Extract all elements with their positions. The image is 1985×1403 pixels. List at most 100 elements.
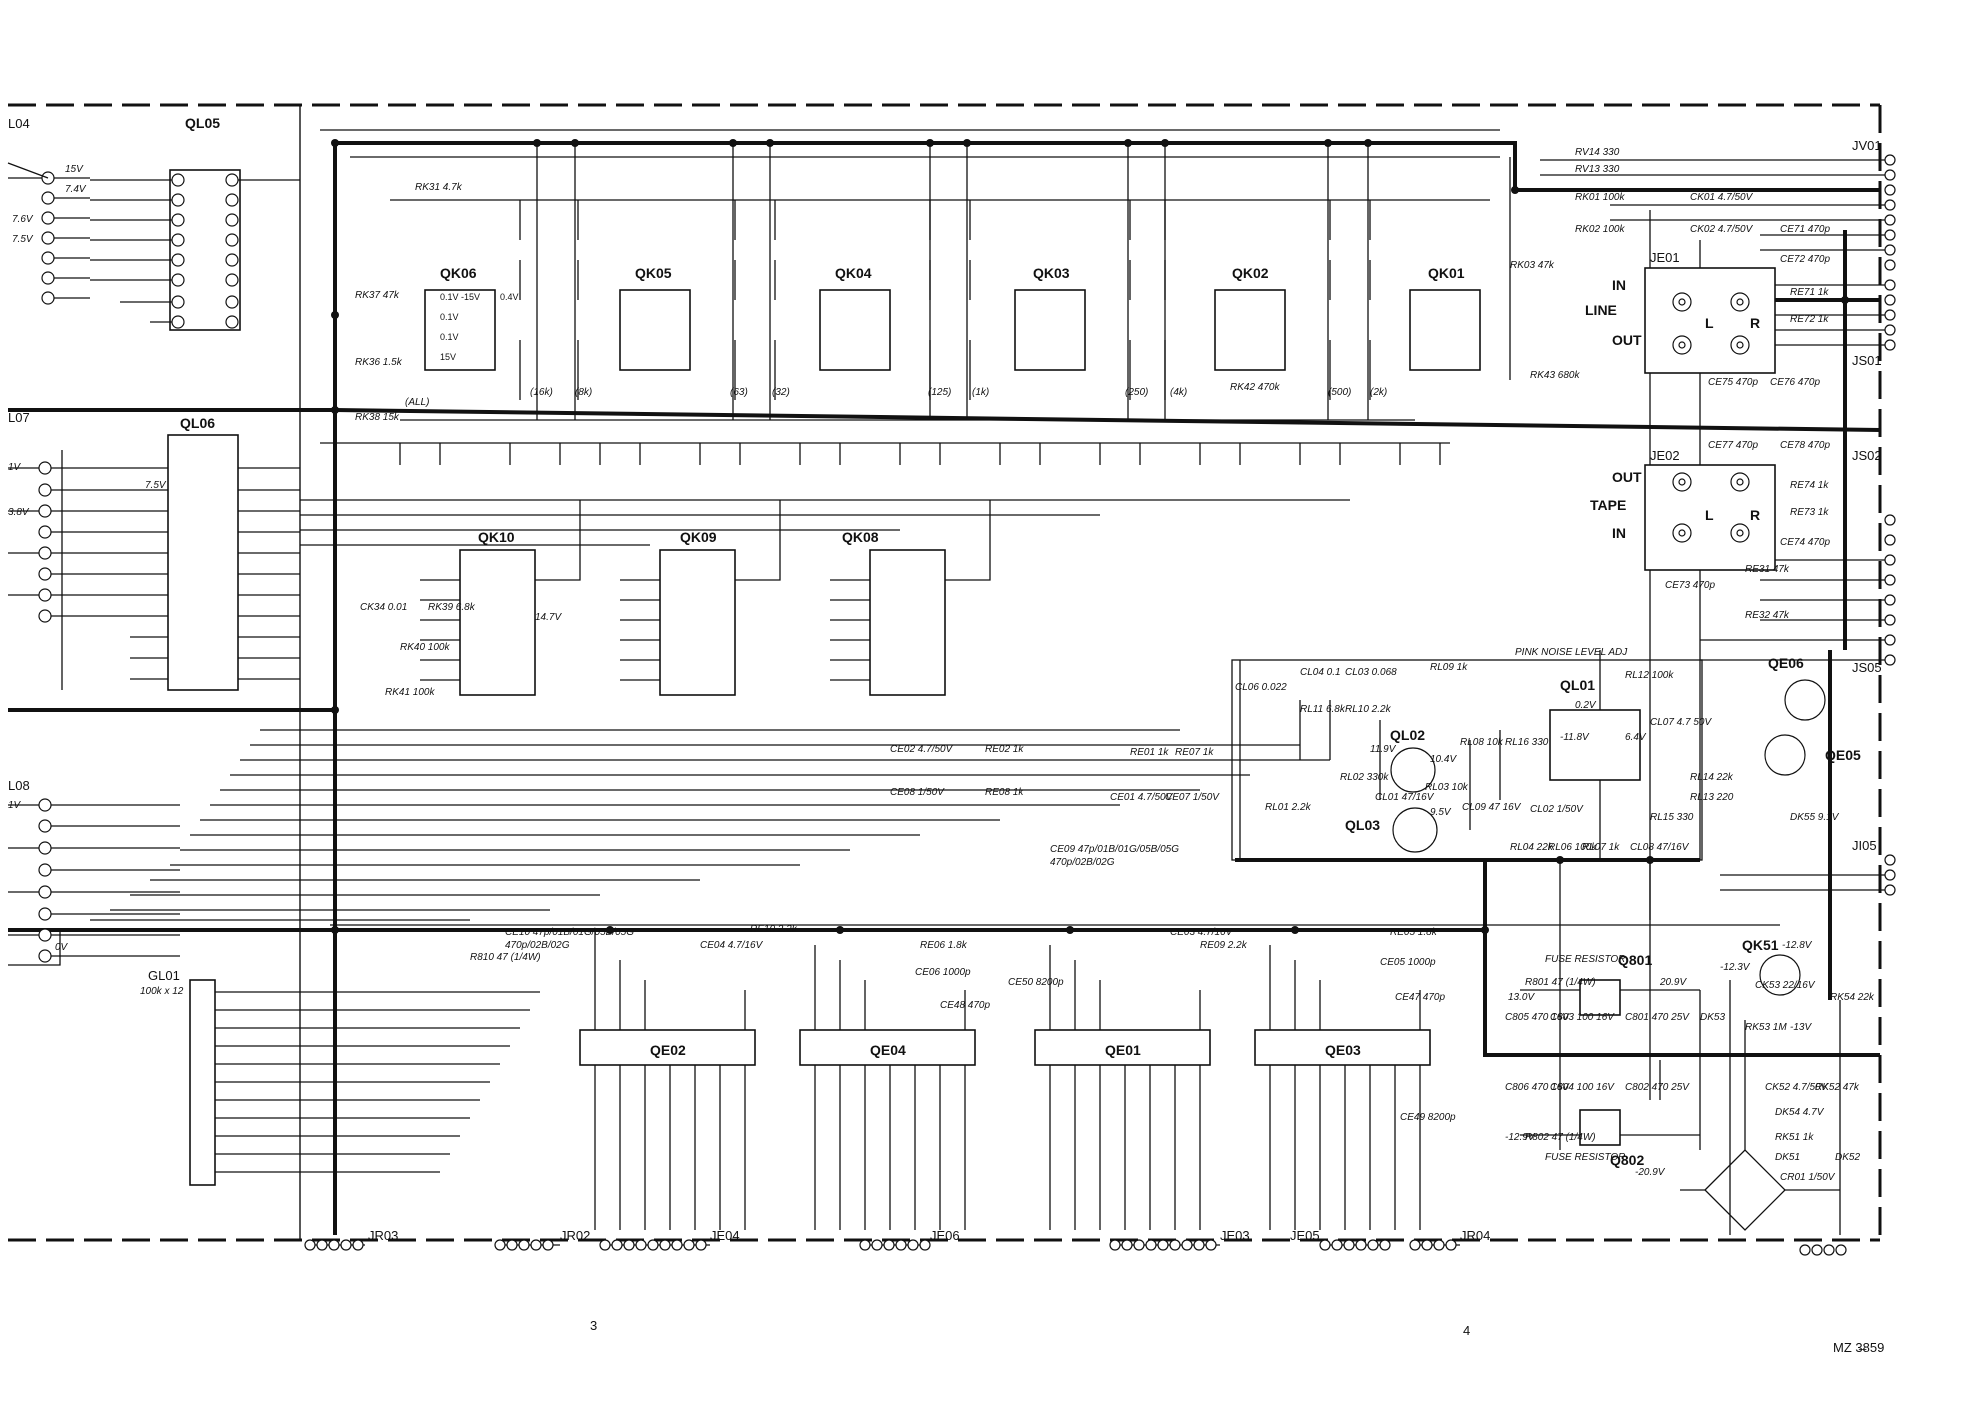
comp-ck34: CK34 0.01	[360, 602, 407, 613]
comp-rk36: RK36 1.5k	[355, 357, 403, 368]
comp-rl07: RL07 1k	[1582, 842, 1620, 853]
label-js05: JS05	[1852, 660, 1882, 675]
comp-rk42: RK42 470k	[1230, 382, 1280, 393]
page-code: MZ 3̶859	[1833, 1340, 1884, 1355]
label-je01: JE01	[1650, 250, 1680, 265]
comp-r810: R810 47 (1/4W)	[470, 952, 541, 963]
label-qk03: QK03	[1033, 265, 1070, 281]
comp-rl12: RL12 100k	[1625, 670, 1674, 681]
ic-qk08	[869, 549, 946, 696]
volt-p64: 6.4V	[1625, 732, 1647, 743]
comp-rk54: RK54 22k	[1830, 992, 1875, 1003]
comp-c802: C802 470 25V	[1625, 1082, 1690, 1093]
band-8k: (8k)	[575, 387, 592, 398]
label-ql05: QL05	[185, 115, 220, 131]
comp-re71: RE71 1k	[1790, 287, 1829, 298]
label-l08: L08	[8, 778, 30, 793]
volt-m128: -12.8V	[1782, 940, 1813, 951]
volt-1v: 1V	[8, 462, 22, 473]
comp-cl08: CL08 47/16V	[1630, 842, 1690, 853]
comp-ce74: CE74 470p	[1780, 537, 1830, 548]
label-qe02: QE02	[650, 1042, 686, 1058]
label-ql06: QL06	[180, 415, 215, 431]
label-qk08: QK08	[842, 529, 879, 545]
label-qe01: QE01	[1105, 1042, 1141, 1058]
comp-ce48: CE48 470p	[940, 1000, 990, 1011]
comp-rl02: RL02 330k	[1340, 772, 1389, 783]
qk-lower-wires	[420, 500, 991, 681]
volt-p119: 11.9V	[1370, 744, 1397, 755]
comp-rk31: RK31 4.7k	[415, 182, 463, 193]
label-jr02: JR02	[560, 1228, 590, 1243]
comp-ce76: CE76 470p	[1770, 377, 1820, 388]
comp-ce49: CE49 8200p	[1400, 1112, 1456, 1123]
label-qk51: QK51	[1742, 937, 1779, 953]
comp-c806: C806 470 16V	[1505, 1082, 1570, 1093]
comp-cl07: CL07 4.7 50V	[1650, 717, 1712, 728]
comp-rl14: RL14 22k	[1690, 772, 1734, 783]
right-connectors	[1540, 154, 1896, 896]
volt-p209: 20.9V	[1659, 977, 1687, 988]
comp-ck52: CK52 4.7/50V	[1765, 1082, 1829, 1093]
volt-p13: 13.0V	[1508, 992, 1535, 1003]
volt-75v: 7.5V	[12, 234, 34, 245]
label-je03: JE03	[1220, 1228, 1250, 1243]
label-qk04: QK04	[835, 265, 872, 281]
comp-cl01: CL01 47/16V	[1375, 792, 1435, 803]
comp-ce71: CE71 470p	[1780, 224, 1830, 235]
label-l04: L04	[8, 116, 30, 131]
comp-rv13: RV13 330	[1575, 164, 1620, 175]
label-qk06: QK06	[440, 265, 477, 281]
label-je05: JE05	[1290, 1228, 1320, 1243]
comp-rk43: RK43 680k	[1530, 370, 1580, 381]
comp-re73: RE73 1k	[1790, 507, 1829, 518]
ic-qk03	[1014, 289, 1086, 371]
label-ce09: CE09 47p/01B/01G/05B/05G	[1050, 844, 1179, 855]
comp-ce47: CE47 470p	[1395, 992, 1445, 1003]
comp-dk51: DK51	[1775, 1152, 1800, 1163]
label-ce10b: 470p/02B/02G	[505, 940, 570, 951]
comp-r802: R802 47 (1/4W)	[1525, 1132, 1596, 1143]
comp-re05: RE05 1.8k	[1390, 927, 1438, 938]
label-js02: JS02	[1852, 448, 1882, 463]
comp-re08: RE08 1k	[985, 787, 1024, 798]
diode-row	[399, 443, 1441, 465]
label-pink-noise: PINK NOISE LEVEL ADJ	[1515, 647, 1628, 658]
volt-75v-2: 7.5V	[145, 480, 167, 491]
left-connector-l07	[8, 450, 130, 690]
comp-rk51: RK51 1k	[1775, 1132, 1814, 1143]
qk06-pin6: 0.1V	[440, 312, 459, 322]
comp-dk52: DK52	[1835, 1152, 1860, 1163]
ic-ql05	[90, 169, 300, 331]
comp-dk53: DK53	[1700, 1012, 1725, 1023]
comp-ck02: CK02 4.7/50V	[1690, 224, 1754, 235]
ic-qe04	[799, 1029, 976, 1066]
comp-rl09: RL09 1k	[1430, 662, 1468, 673]
ic-qe02	[579, 1029, 756, 1066]
comp-re01: RE01 1k	[1130, 747, 1169, 758]
comp-cl03: CL03 0.068	[1345, 667, 1397, 678]
volt-m118: -11.8V	[1560, 732, 1590, 743]
label-jr03: JR03	[368, 1228, 398, 1243]
label-ql02: QL02	[1390, 727, 1425, 743]
label-qe06: QE06	[1768, 655, 1804, 671]
label-ji05: JI05	[1852, 838, 1877, 853]
comp-ce75: CE75 470p	[1708, 377, 1758, 388]
label-line: LINE	[1585, 302, 1617, 318]
volt-m123: -12.3V	[1720, 962, 1751, 973]
comp-re31: RE31 47k	[1745, 564, 1790, 575]
ic-qe03	[1254, 1029, 1431, 1066]
comp-rl01: RL01 2.2k	[1265, 802, 1312, 813]
band-4k: (4k)	[1170, 387, 1187, 398]
comp-ce03: CE03 4.7/16V	[1170, 927, 1234, 938]
volt-p147: 14.7V	[535, 612, 562, 623]
resistor-stacks	[519, 200, 1371, 400]
ic-qk10	[459, 549, 536, 696]
ic-qk04	[819, 289, 891, 371]
comp-dk54: DK54 4.7V	[1775, 1107, 1825, 1118]
comp-ce73: CE73 470p	[1665, 580, 1715, 591]
comp-rl15: RL15 330	[1650, 812, 1694, 823]
comp-rk37: RK37 47k	[355, 290, 400, 301]
volt-74v: 7.4V	[65, 184, 87, 195]
text-labels: L04 L07 L08 QL05 QL06 QL01 QL02 QL03 QK0…	[8, 115, 1884, 1355]
